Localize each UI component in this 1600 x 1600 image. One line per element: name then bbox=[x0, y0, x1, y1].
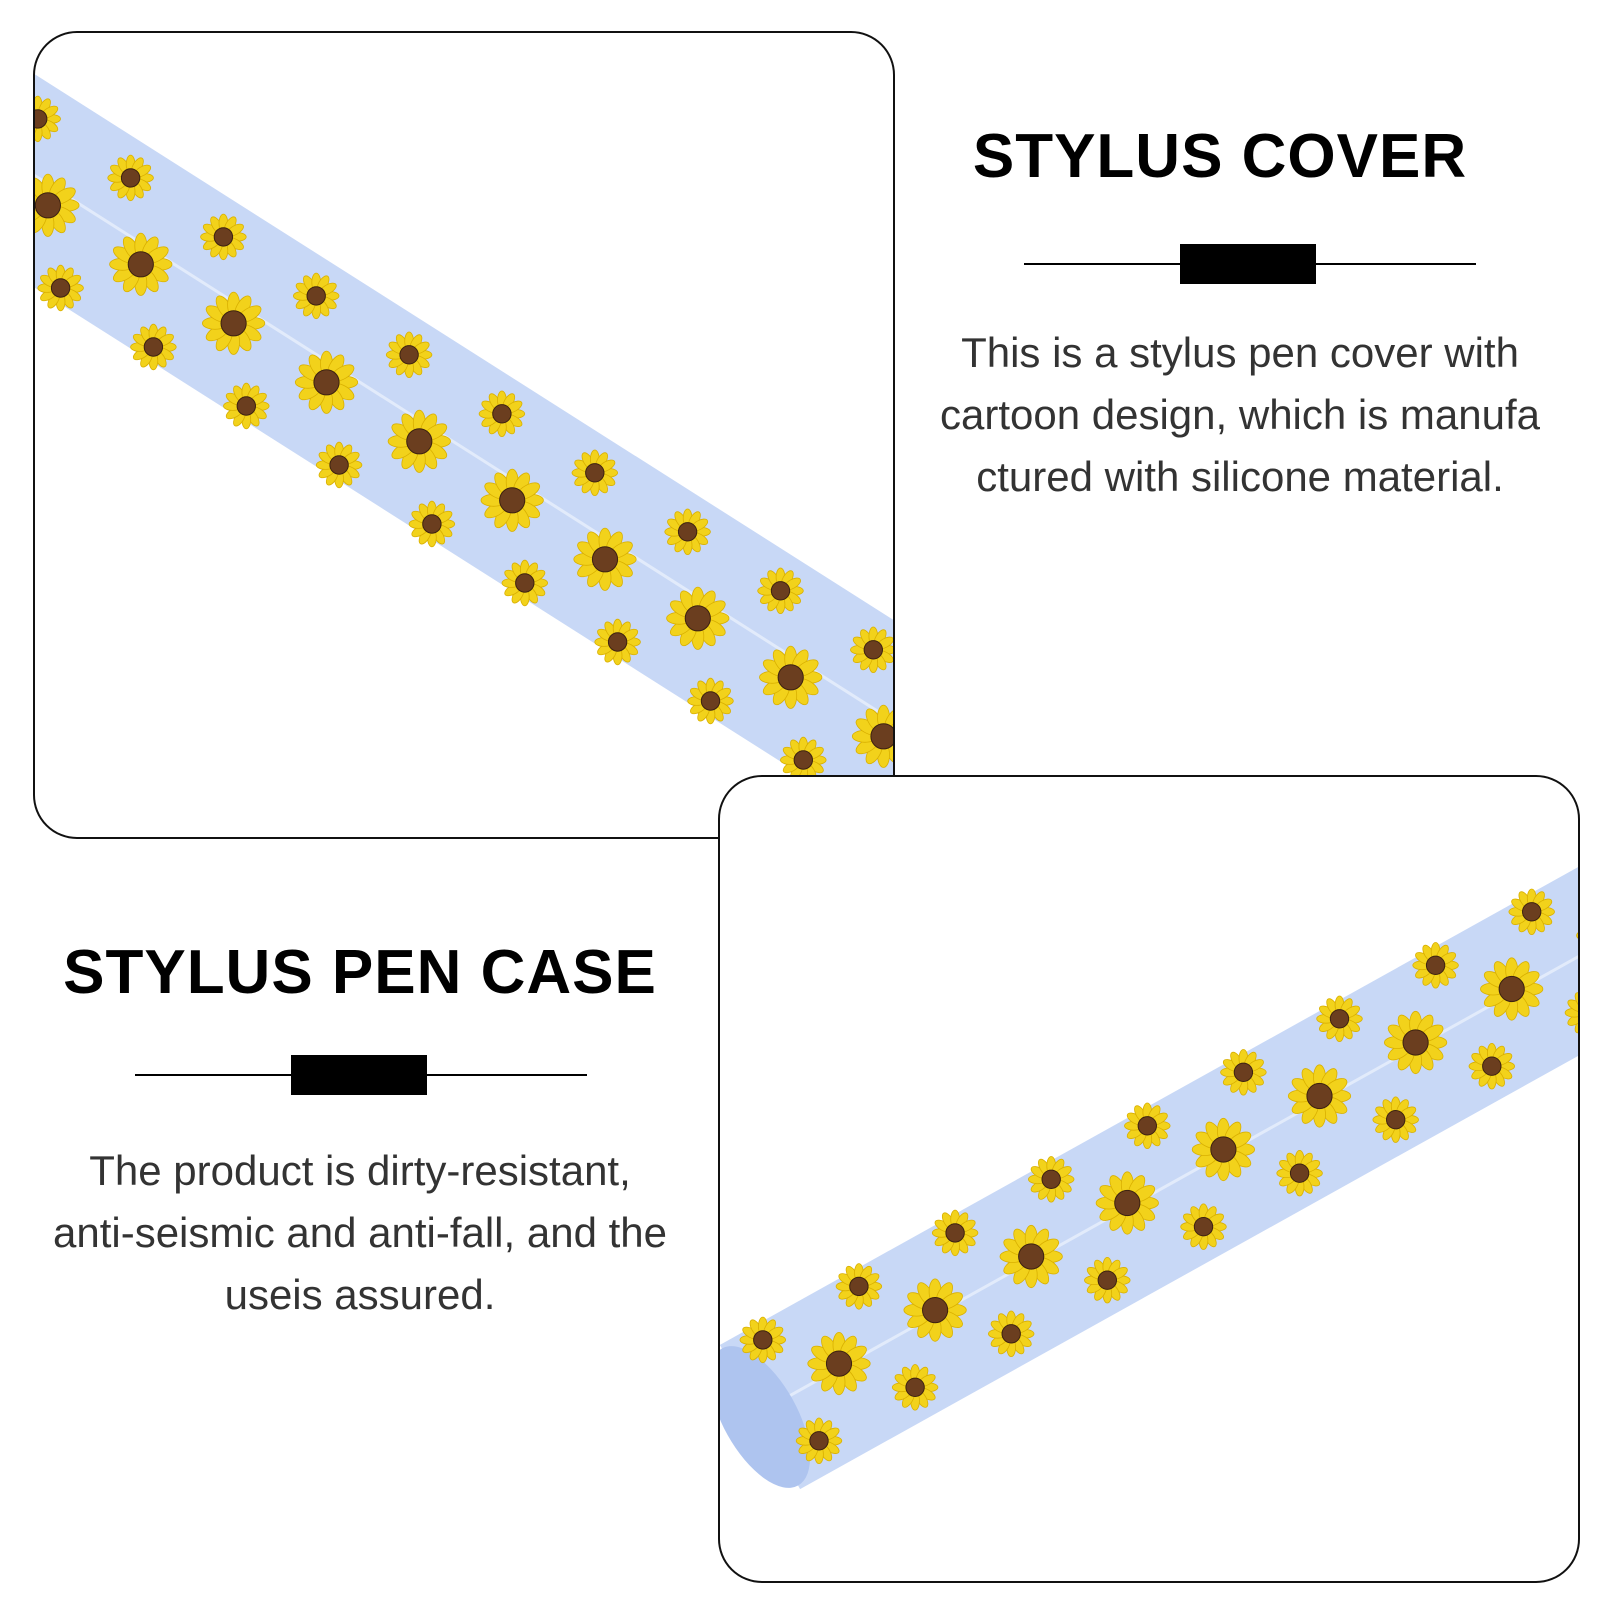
sunflower-icon bbox=[35, 173, 80, 237]
sunflower-icon bbox=[931, 1209, 979, 1257]
tube-opening bbox=[720, 1346, 811, 1488]
sunflower-icon bbox=[35, 95, 61, 143]
sunflower-icon bbox=[202, 291, 266, 355]
sunflower-icon bbox=[107, 154, 154, 202]
sunflower-icon bbox=[1276, 1150, 1323, 1197]
sunflower-icon bbox=[315, 441, 363, 489]
sunflower-icon bbox=[480, 468, 544, 532]
divider-block bbox=[291, 1055, 427, 1095]
sunflower-icon bbox=[835, 1263, 883, 1310]
sunflower-icon bbox=[1095, 1171, 1159, 1235]
sunflower-icon bbox=[666, 586, 730, 650]
sunflower-icon bbox=[109, 232, 173, 296]
sunflower-icon bbox=[478, 390, 526, 437]
case-desc-line: anti-seismic and anti-fall, and the bbox=[53, 1209, 667, 1256]
divider-block bbox=[1180, 244, 1316, 284]
sunflower-icon bbox=[1191, 1117, 1255, 1182]
sunflower-icon bbox=[294, 350, 359, 414]
sunflower-icon bbox=[501, 559, 548, 607]
sunflower-icon bbox=[891, 1364, 939, 1411]
product-photo-bottom bbox=[718, 775, 1580, 1583]
sunflower-icon bbox=[200, 213, 247, 261]
case-desc-line: The product is dirty-resistant, bbox=[89, 1147, 631, 1194]
sunflower-icon bbox=[130, 323, 177, 371]
sunflower-icon bbox=[903, 1278, 967, 1342]
sunflower-icon bbox=[739, 1316, 787, 1364]
sunflower-icon bbox=[571, 449, 619, 496]
sunflower-icon bbox=[594, 618, 641, 666]
sunflower-icon bbox=[687, 677, 734, 725]
sunflower-icon bbox=[1180, 1203, 1227, 1250]
sunflower-icon bbox=[1220, 1049, 1267, 1096]
sunflower-icon bbox=[223, 382, 270, 430]
sunflower-icon bbox=[1124, 1102, 1171, 1149]
cover-desc-line: cartoon design, which is manufa bbox=[940, 391, 1540, 438]
sunflower-icon bbox=[851, 704, 893, 768]
sunflower-icon bbox=[807, 1331, 871, 1396]
sunflower-icon bbox=[1287, 1064, 1352, 1128]
product-photo-top bbox=[33, 31, 895, 839]
sunflower-icon bbox=[1564, 992, 1578, 1034]
sunflower-icon bbox=[850, 626, 893, 674]
cover-desc-line: This is a stylus pen cover with bbox=[961, 329, 1519, 376]
sunflower-icon bbox=[573, 527, 637, 591]
sunflower-icon bbox=[385, 331, 433, 378]
tube-body bbox=[35, 74, 893, 829]
sunflower-icon bbox=[759, 645, 823, 709]
sunflower-icon bbox=[408, 500, 456, 548]
sunflower-icon bbox=[1508, 888, 1555, 935]
cover-desc-line: ctured with silicone material. bbox=[976, 453, 1504, 500]
case-description: The product is dirty-resistant, anti-sei… bbox=[20, 1140, 700, 1326]
sunflower-icon bbox=[387, 409, 451, 473]
sunflower-icon bbox=[1316, 995, 1363, 1042]
sunflower-icon bbox=[1468, 1043, 1516, 1090]
tube-body bbox=[720, 867, 1578, 1490]
sunflower-icon bbox=[37, 264, 84, 312]
sunflower-icon bbox=[1084, 1257, 1131, 1304]
sunflower-icon bbox=[988, 1310, 1035, 1358]
section-title-cover: STYLUS COVER bbox=[972, 122, 1468, 191]
sunflower-icon bbox=[1412, 942, 1459, 989]
sunflower-icon bbox=[1480, 957, 1544, 1021]
sunflower-icon bbox=[1576, 932, 1578, 939]
sunflower-icon bbox=[1372, 1096, 1419, 1143]
case-desc-line: useis assured. bbox=[224, 1271, 496, 1318]
cover-description: This is a stylus pen cover with cartoon … bbox=[905, 322, 1575, 508]
sunflower-icon bbox=[1383, 1010, 1448, 1075]
stylus-cover-photo bbox=[35, 74, 893, 829]
stylus-case-photo bbox=[720, 867, 1578, 1490]
sunflower-icon bbox=[293, 272, 340, 320]
sunflower-icon bbox=[795, 1417, 843, 1465]
sunflower-icon bbox=[1028, 1156, 1075, 1203]
section-title-case: STYLUS PEN CASE bbox=[63, 938, 657, 1007]
sunflower-icon bbox=[757, 567, 804, 615]
sunflower-icon bbox=[999, 1224, 1063, 1289]
sunflower-icon bbox=[664, 508, 711, 556]
